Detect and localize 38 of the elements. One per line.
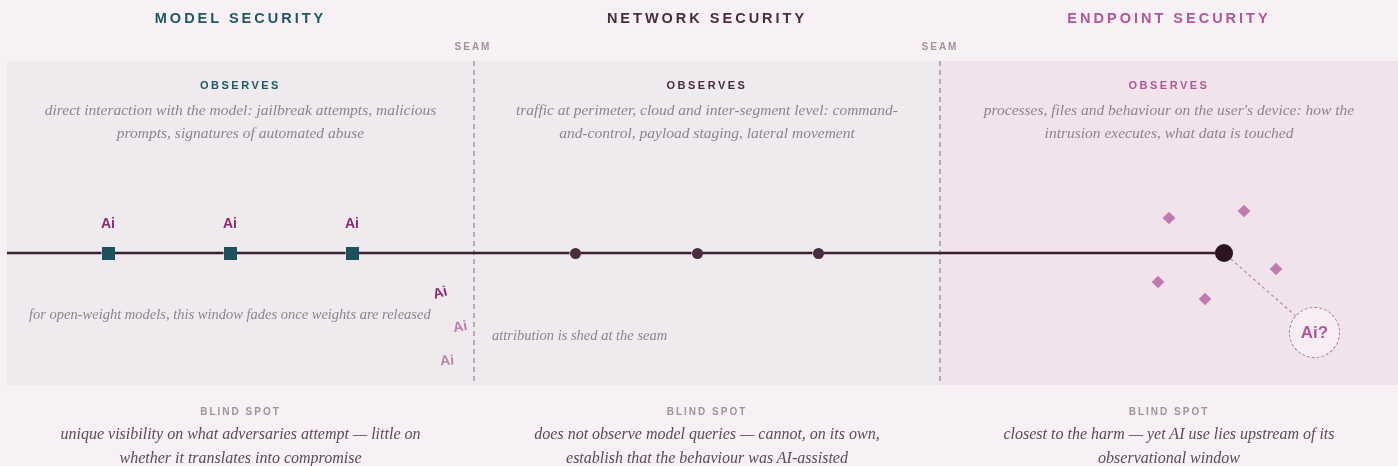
seam-label: SEAM (454, 41, 492, 52)
ai-tag: Ai (101, 215, 115, 231)
fading-ai-tag: Ai (431, 282, 449, 302)
dot-marker (812, 247, 824, 259)
blind-spot-text: unique visibility on what adversaries attempt — little on whether it translates into compromise (59, 424, 422, 466)
column-heading: MODEL SECURITY (154, 10, 327, 26)
note-text: attribution is shed at the seam (492, 327, 668, 344)
timeline-line (702, 251, 813, 255)
observes-text: direct interaction with the model: jailbreak attempts, malicious prompts, signatures of automated abuse (43, 100, 438, 143)
note-text: for open-weight models, this window fades once weights are released (29, 306, 431, 323)
dot-marker (569, 247, 581, 259)
dashed-question-bubble: Ai? (1289, 307, 1340, 358)
fading-ai-tag: Ai (439, 351, 455, 369)
ai-tag: Ai (345, 215, 359, 231)
ai-tag: Ai (223, 215, 237, 231)
observes-heading: OBSERVES (1128, 79, 1210, 91)
blind-spot-text: does not observe model queries — cannot, on its own, establish that the behaviour was AI-assisted (533, 424, 881, 466)
dot-marker (691, 247, 703, 259)
observes-text: processes, files and behaviour on the user's device: how the intrusion executes, what data is touched (982, 100, 1356, 143)
leader-line (1230, 258, 1297, 317)
observes-heading: OBSERVES (200, 79, 281, 91)
timeline-line (823, 251, 1215, 255)
blind-spot-heading: BLIND SPOT (1128, 406, 1210, 417)
blind-spot-heading: BLIND SPOT (666, 406, 748, 417)
timeline-line (580, 251, 692, 255)
timeline-line (114, 251, 224, 255)
timeline-line (358, 251, 570, 255)
column-heading: NETWORK SECURITY (606, 10, 808, 26)
timeline-line (236, 251, 346, 255)
column-heading: ENDPOINT SECURITY (1067, 10, 1271, 26)
blind-spot-text: closest to the harm — yet AI use lies upstream of its observational window (1002, 424, 1336, 466)
timeline-line (7, 251, 102, 255)
observes-heading: OBSERVES (666, 79, 748, 91)
observes-text: traffic at perimeter, cloud and inter-segment level: command-and-control, payload staging, lateral movement (515, 100, 899, 143)
blind-spot-heading: BLIND SPOT (200, 406, 281, 417)
fading-ai-tag: Ai (451, 316, 469, 336)
large-dot (1215, 244, 1233, 262)
seam-label: SEAM (921, 41, 959, 52)
